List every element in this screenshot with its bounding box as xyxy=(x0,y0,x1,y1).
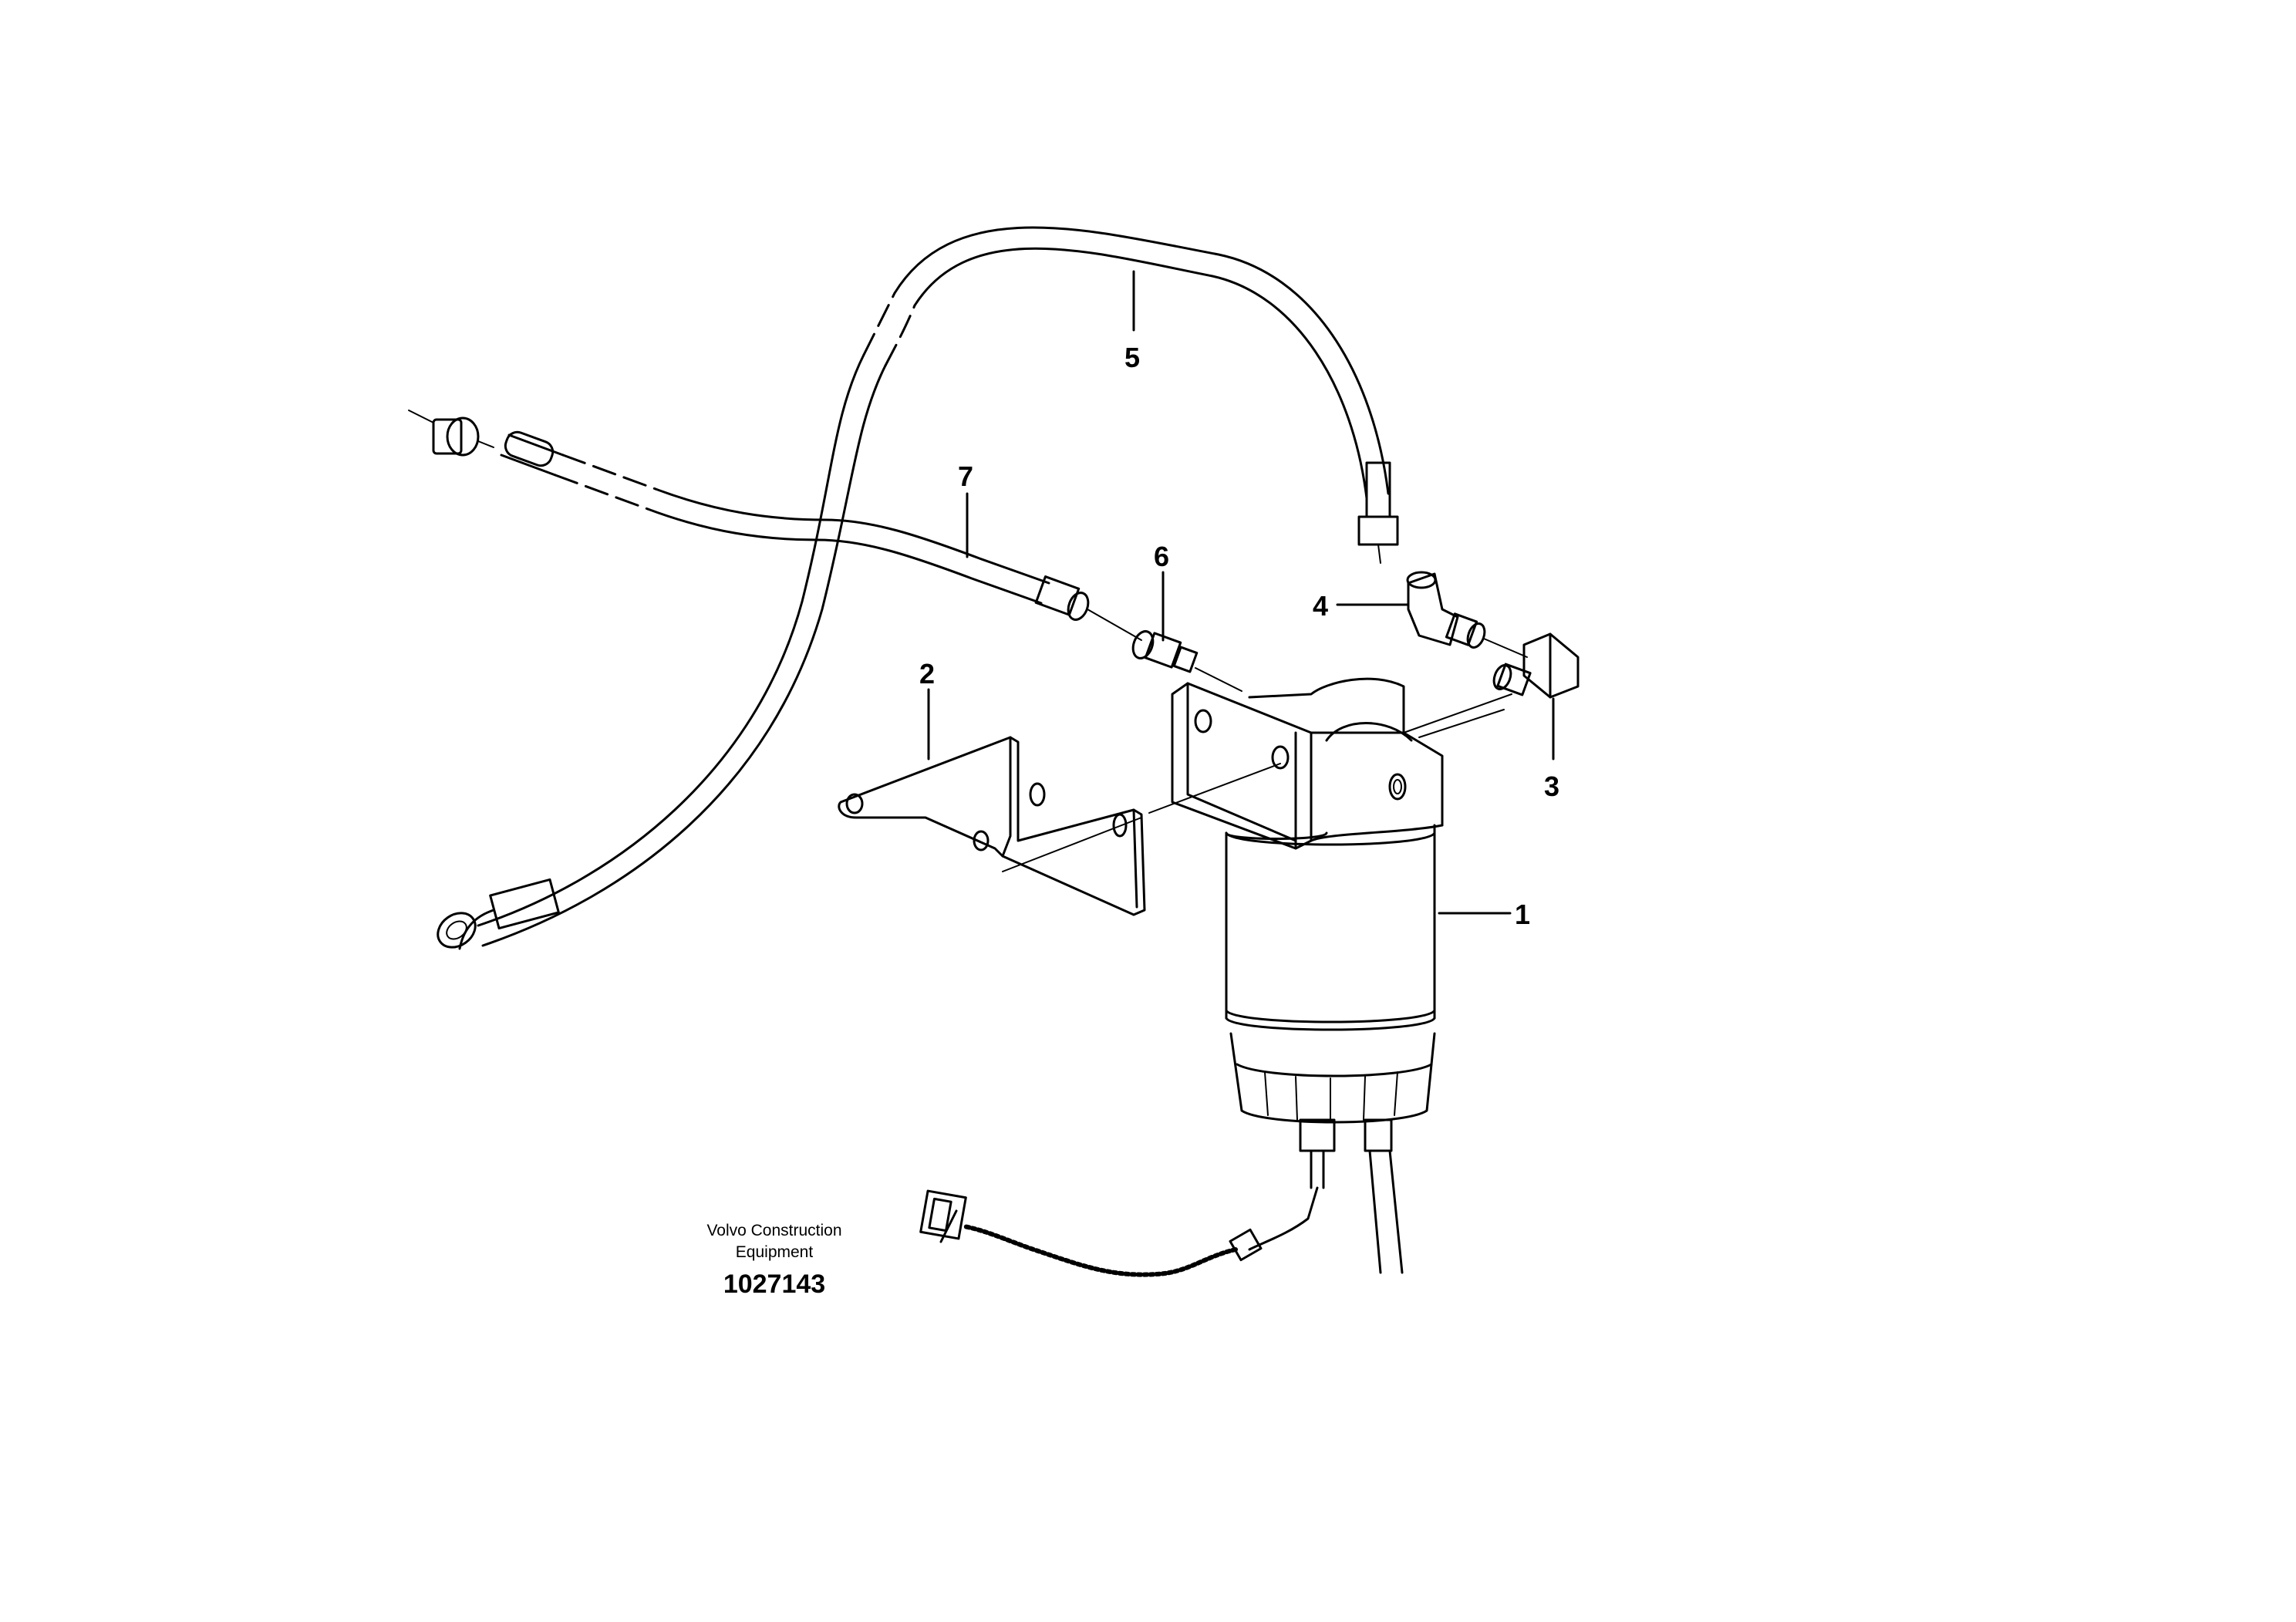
leader-lines xyxy=(927,270,1555,915)
fuel-filter-1 xyxy=(1171,677,1512,1274)
adapter-fitting-3 xyxy=(1492,632,1580,699)
fitting-6 xyxy=(1131,630,1242,692)
brand-line-2: Equipment xyxy=(736,1243,814,1261)
callout-4: 4 xyxy=(1313,590,1328,622)
hose-7 xyxy=(408,410,1142,641)
bracket-2 xyxy=(838,736,1281,916)
drawing-number: 1027143 xyxy=(723,1270,825,1299)
hose-5 xyxy=(437,226,1399,950)
sensor-harness xyxy=(919,1186,1319,1277)
elbow-fitting-4 xyxy=(1406,571,1528,658)
callout-7: 7 xyxy=(958,460,973,492)
callout-1: 1 xyxy=(1515,899,1530,930)
callout-3: 3 xyxy=(1544,771,1559,802)
callout-6: 6 xyxy=(1154,541,1169,572)
callout-2: 2 xyxy=(919,658,935,690)
callout-5: 5 xyxy=(1124,342,1140,373)
brand-line-1: Volvo Construction xyxy=(706,1222,841,1239)
